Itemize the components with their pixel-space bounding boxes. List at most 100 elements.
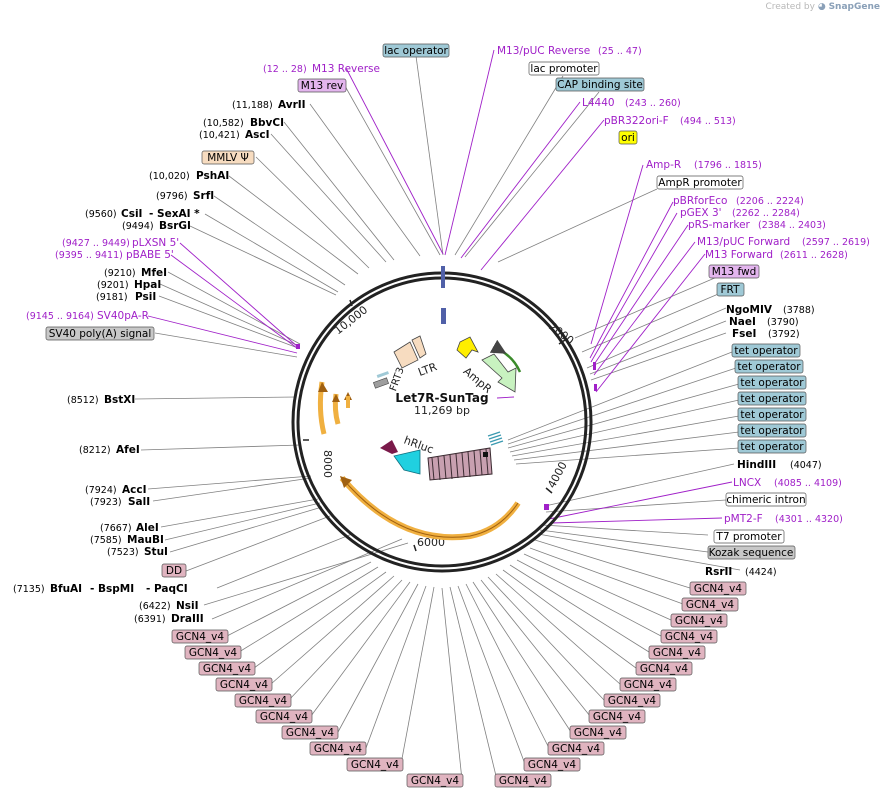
sali-label[interactable]: SalI [128, 496, 150, 508]
gcn4-box-l1[interactable] [406, 773, 464, 788]
sexai-label[interactable]: - SexAI * [149, 208, 200, 220]
gcn4-box-l8[interactable] [198, 661, 256, 676]
ori-box[interactable] [618, 130, 638, 145]
tick-8000: 8000 [321, 450, 334, 478]
bfuai-label[interactable]: BfuAI [50, 583, 82, 595]
hindiii-label[interactable]: HindIII [737, 459, 776, 471]
ampr-promoter-arrow [489, 339, 522, 373]
sv40pa-r-label[interactable]: SV40pA-R [97, 310, 149, 322]
gcn4-box-l9[interactable] [184, 645, 242, 660]
bsrgi-pos: (9494) [122, 221, 154, 232]
gcn4-box-r6[interactable] [635, 661, 693, 676]
gcn4-box-r12[interactable] [523, 757, 581, 772]
lncx-label[interactable]: LNCX [733, 477, 761, 489]
kozak-label: Kozak sequence [709, 547, 794, 559]
nsii-label[interactable]: NsiI [176, 600, 199, 612]
pbrforeco-label[interactable]: pBRforEco [673, 195, 727, 207]
mmlv-psi-box[interactable] [201, 150, 255, 165]
pgex3-label[interactable]: pGEX 3' [680, 207, 722, 219]
gcn4-box-l3[interactable] [309, 741, 367, 756]
pmt2-f-label[interactable]: pMT2-F [724, 513, 763, 525]
gcn4-box-r8[interactable] [603, 693, 661, 708]
m13-puc-reverse-label[interactable]: M13/pUC Reverse [497, 45, 590, 57]
cap-site-label: CAP binding site [557, 79, 643, 91]
pbr322ori-f-range: (494 .. 513) [680, 116, 736, 127]
tet-operator-box-7[interactable] [737, 439, 807, 454]
gcn4-box-r10[interactable] [569, 725, 627, 740]
lac-promoter-box[interactable] [528, 61, 600, 76]
amp-r-label[interactable]: Amp-R [646, 159, 681, 171]
hpai-label[interactable]: HpaI [134, 279, 161, 291]
pbabe5-label[interactable]: pBABE 5' [126, 249, 174, 261]
ngomiv-label[interactable]: NgoMIV [726, 304, 773, 316]
avrii-label[interactable]: AvrII [278, 99, 306, 111]
gcn4-box-l2[interactable] [346, 757, 404, 772]
tet-operator-box-2[interactable] [734, 359, 804, 374]
gcn4-box-l4[interactable] [281, 725, 339, 740]
ori-arrow [456, 336, 479, 359]
gcn4-box-l5[interactable] [255, 709, 313, 724]
m13-fwd-box[interactable] [708, 264, 760, 279]
alei-label[interactable]: AleI [136, 522, 159, 534]
tet-operator-box-6[interactable] [737, 423, 807, 438]
gcn4-box-r3[interactable] [670, 613, 728, 628]
m13-forward-label[interactable]: M13 Forward [705, 249, 773, 261]
gcn4-box-r5[interactable] [648, 645, 706, 660]
gcn4-box-r13[interactable] [494, 773, 552, 788]
csii-pos: (9560) [85, 209, 117, 220]
kozak-box[interactable] [707, 545, 796, 560]
bstxi-label[interactable]: BstXI [104, 394, 135, 406]
gcn4-box-l7[interactable] [215, 677, 273, 692]
m13-puc-reverse-range: (25 .. 47) [598, 46, 642, 57]
sv40-polya-box[interactable] [45, 326, 155, 341]
bspmi-label[interactable]: - BspMI [90, 583, 134, 595]
mfei-label[interactable]: MfeI [141, 267, 167, 279]
frt-box[interactable] [716, 282, 745, 297]
dd-box[interactable] [161, 563, 187, 578]
m13-rev-box[interactable] [297, 78, 347, 93]
tet-operator-box-4[interactable] [737, 391, 807, 406]
tet-operator-box-5[interactable] [737, 407, 807, 422]
draiii-label[interactable]: DraIII [171, 613, 204, 625]
naei-label[interactable]: NaeI [729, 316, 756, 328]
gcn4-box-r2[interactable] [681, 597, 739, 612]
asci-label[interactable]: AscI [245, 129, 270, 141]
gcn4-box-r9[interactable] [588, 709, 646, 724]
tet-operator-box-3[interactable] [737, 375, 807, 390]
t7-promoter-box[interactable] [713, 529, 785, 544]
lac-operator-box[interactable] [382, 43, 450, 58]
maubi-label[interactable]: MauBI [127, 534, 164, 546]
psii-label[interactable]: PsiI [135, 291, 156, 303]
gcn4-box-r4[interactable] [660, 629, 718, 644]
created-by-credit: Created by ◕ SnapGene [765, 2, 880, 12]
gcn4-box-l6[interactable] [234, 693, 292, 708]
gcn4-label-l8: GCN4_v4 [203, 663, 251, 675]
afei-label[interactable]: AfeI [116, 444, 140, 456]
gcn4-box-r7[interactable] [619, 677, 677, 692]
tet-operator-box-1[interactable] [731, 343, 801, 358]
gcn4-box-r1[interactable] [689, 581, 747, 596]
paqci-label[interactable]: - PaqCI [146, 583, 188, 595]
acci-label[interactable]: AccI [122, 484, 146, 496]
srfi-label[interactable]: SrfI [193, 190, 214, 202]
m13-puc-fwd-label[interactable]: M13/pUC Forward [697, 236, 790, 248]
sv40pa-r-range: (9145 .. 9164) [26, 311, 94, 322]
bsrgi-label[interactable]: BsrGI [159, 220, 191, 232]
prs-marker-label[interactable]: pRS-marker [688, 219, 751, 231]
bbvci-label[interactable]: BbvCI [250, 117, 284, 129]
l4440-label[interactable]: L4440 [582, 97, 615, 109]
pshai-label[interactable]: PshAI [196, 170, 229, 182]
plxsn5-label[interactable]: pLXSN 5' [132, 237, 179, 249]
m13-reverse-label[interactable]: M13 Reverse [312, 63, 380, 75]
pbr322ori-f-label[interactable]: pBR322ori-F [604, 115, 669, 127]
m13-forward-range: (2611 .. 2628) [780, 250, 848, 261]
gcn4-box-l10[interactable] [171, 629, 229, 644]
rsrii-label[interactable]: RsrII [705, 566, 732, 578]
gcn4-box-r11[interactable] [547, 741, 605, 756]
ampr-promoter-box[interactable] [656, 175, 744, 190]
chimeric-intron-box[interactable] [725, 492, 807, 507]
stui-label[interactable]: StuI [144, 546, 168, 558]
fsei-label[interactable]: FseI [732, 328, 756, 340]
csii-label[interactable]: CsiI [121, 208, 142, 220]
cap-site-box[interactable] [555, 77, 645, 92]
